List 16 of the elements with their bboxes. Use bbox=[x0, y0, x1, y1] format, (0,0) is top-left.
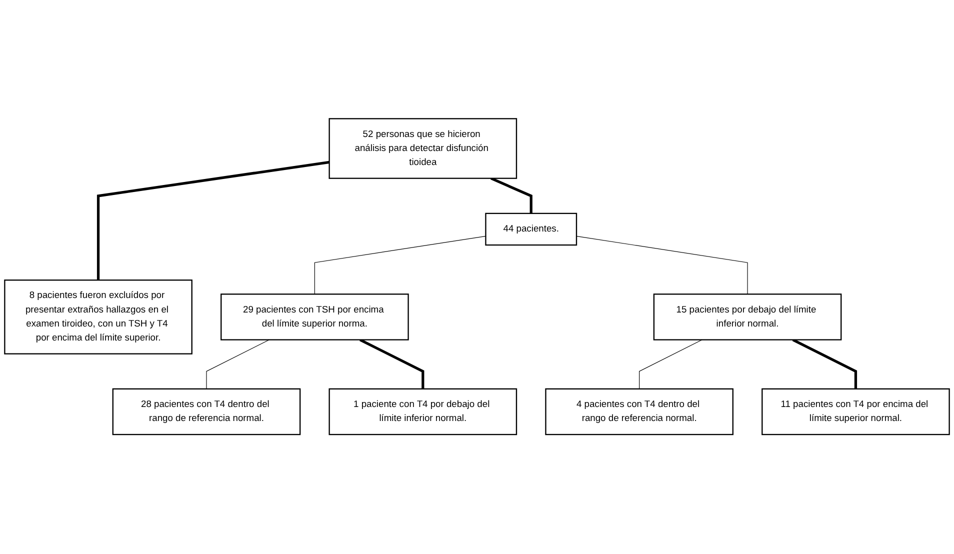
connector bbox=[359, 338, 424, 390]
node-box: 29 pacientes con TSH por encima del límite superior norma. bbox=[220, 294, 409, 341]
connector bbox=[792, 338, 858, 390]
node-box: 11 pacientes con T4 por encima del límite superior normal. bbox=[762, 388, 950, 436]
node-box: 52 personas que se hicieron análisis para detectar disfunción tioidea bbox=[328, 118, 518, 180]
connector bbox=[490, 178, 532, 214]
node-box: 8 pacientes fueron excluídos por presentar extraños hallazgos en el examen tiroideo, con un TSH y T4 por encima del límite superior. bbox=[4, 280, 192, 355]
node-box: 44 pacientes. bbox=[485, 213, 578, 246]
node-box: 4 pacientes con T4 dentro del rango de referencia normal. bbox=[545, 388, 734, 436]
node-box: 15 pacientes por debajo del límite inferior normal. bbox=[653, 294, 842, 341]
node-box: 1 paciente con T4 por debajo del límite inferior normal. bbox=[328, 388, 518, 436]
connector bbox=[314, 236, 486, 295]
connector bbox=[96, 161, 330, 280]
connector bbox=[576, 236, 748, 295]
connector bbox=[639, 340, 702, 390]
node-box: 28 pacientes con T4 dentro del rango de referencia normal. bbox=[112, 388, 301, 436]
